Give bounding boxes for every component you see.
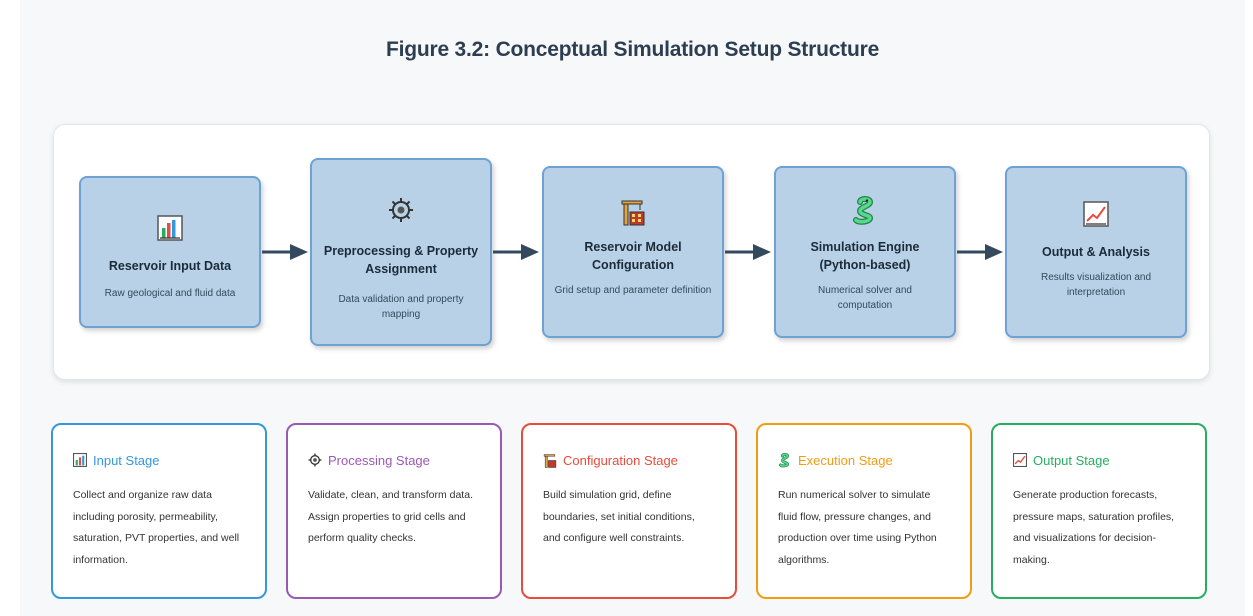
flow-description: Data validation and property mapping <box>338 294 464 320</box>
snake-icon <box>779 452 790 467</box>
figure-page: Figure 3.2: Conceptual Simulation Setup … <box>20 0 1245 616</box>
flow-box-preprocessing: Preprocessing & Property Assignment Data… <box>310 158 492 346</box>
stage-card-output: Output Stage Generate production forecas… <box>991 423 1207 599</box>
stage-description: Collect and organize raw data including … <box>73 489 240 566</box>
flow-title: Reservoir Model Configuration <box>584 240 682 272</box>
bar-chart-icon <box>73 453 87 467</box>
figure-title: Figure 3.2: Conceptual Simulation Setup … <box>385 38 880 61</box>
flow-box-model-configuration: Reservoir Model Configuration Grid setup… <box>542 166 724 338</box>
bar-chart-icon <box>157 215 183 241</box>
stage-card-processing: Processing Stage Validate, clean, and tr… <box>286 423 502 599</box>
stage-title: Processing Stage <box>328 452 430 468</box>
flow-title: Preprocessing & Property Assignment <box>323 244 479 276</box>
flow-description: Raw geological and fluid data <box>104 288 236 299</box>
arrow-4 <box>957 244 1003 260</box>
arrow-2 <box>493 244 539 260</box>
stage-description: Generate production forecasts, pressure … <box>1013 489 1175 566</box>
trend-chart-icon <box>1083 201 1109 227</box>
flow-description: Grid setup and parameter definition <box>554 285 712 296</box>
arrow-3 <box>725 244 771 260</box>
flow-box-output-analysis: Output & Analysis Results visualization … <box>1005 166 1187 338</box>
flow-description: Results visualization and interpretation <box>1040 272 1152 298</box>
flow-box-simulation-engine: Simulation Engine (Python-based) Numeric… <box>774 166 956 338</box>
flow-diagram-panel: Reservoir Input Data Raw geological and … <box>53 124 1210 380</box>
stage-title: Execution Stage <box>798 452 893 468</box>
stage-description: Run numerical solver to simulate fluid f… <box>778 489 937 566</box>
trend-chart-icon <box>1013 453 1027 467</box>
stage-heading: Processing Stage <box>308 451 480 469</box>
stage-heading: Input Stage <box>73 451 245 469</box>
stage-card-configuration: Configuration Stage Build simulation gri… <box>521 423 737 599</box>
flow-box-input-data: Reservoir Input Data Raw geological and … <box>79 176 261 328</box>
stage-title: Output Stage <box>1033 452 1110 468</box>
stage-title: Input Stage <box>93 452 160 468</box>
snake-icon <box>853 196 874 225</box>
stage-description: Build simulation grid, define boundaries… <box>543 489 695 544</box>
stage-heading: Output Stage <box>1013 451 1185 469</box>
flow-title: Output & Analysis <box>1042 245 1150 259</box>
arrow-1 <box>262 244 308 260</box>
construction-crane-icon <box>543 453 557 468</box>
flow-title: Reservoir Input Data <box>108 259 232 273</box>
stage-heading: Execution Stage <box>778 451 950 469</box>
gear-icon <box>389 198 413 222</box>
stage-description: Validate, clean, and transform data. Ass… <box>308 489 473 544</box>
flow-description: Numerical solver and computation <box>818 285 912 311</box>
stage-card-execution: Execution Stage Run numerical solver to … <box>756 423 972 599</box>
gear-icon <box>308 453 322 467</box>
flow-title: Simulation Engine (Python-based) <box>810 240 920 272</box>
stage-title: Configuration Stage <box>563 452 678 468</box>
construction-crane-icon <box>621 200 645 226</box>
stage-card-input: Input Stage Collect and organize raw dat… <box>51 423 267 599</box>
stage-heading: Configuration Stage <box>543 451 715 469</box>
